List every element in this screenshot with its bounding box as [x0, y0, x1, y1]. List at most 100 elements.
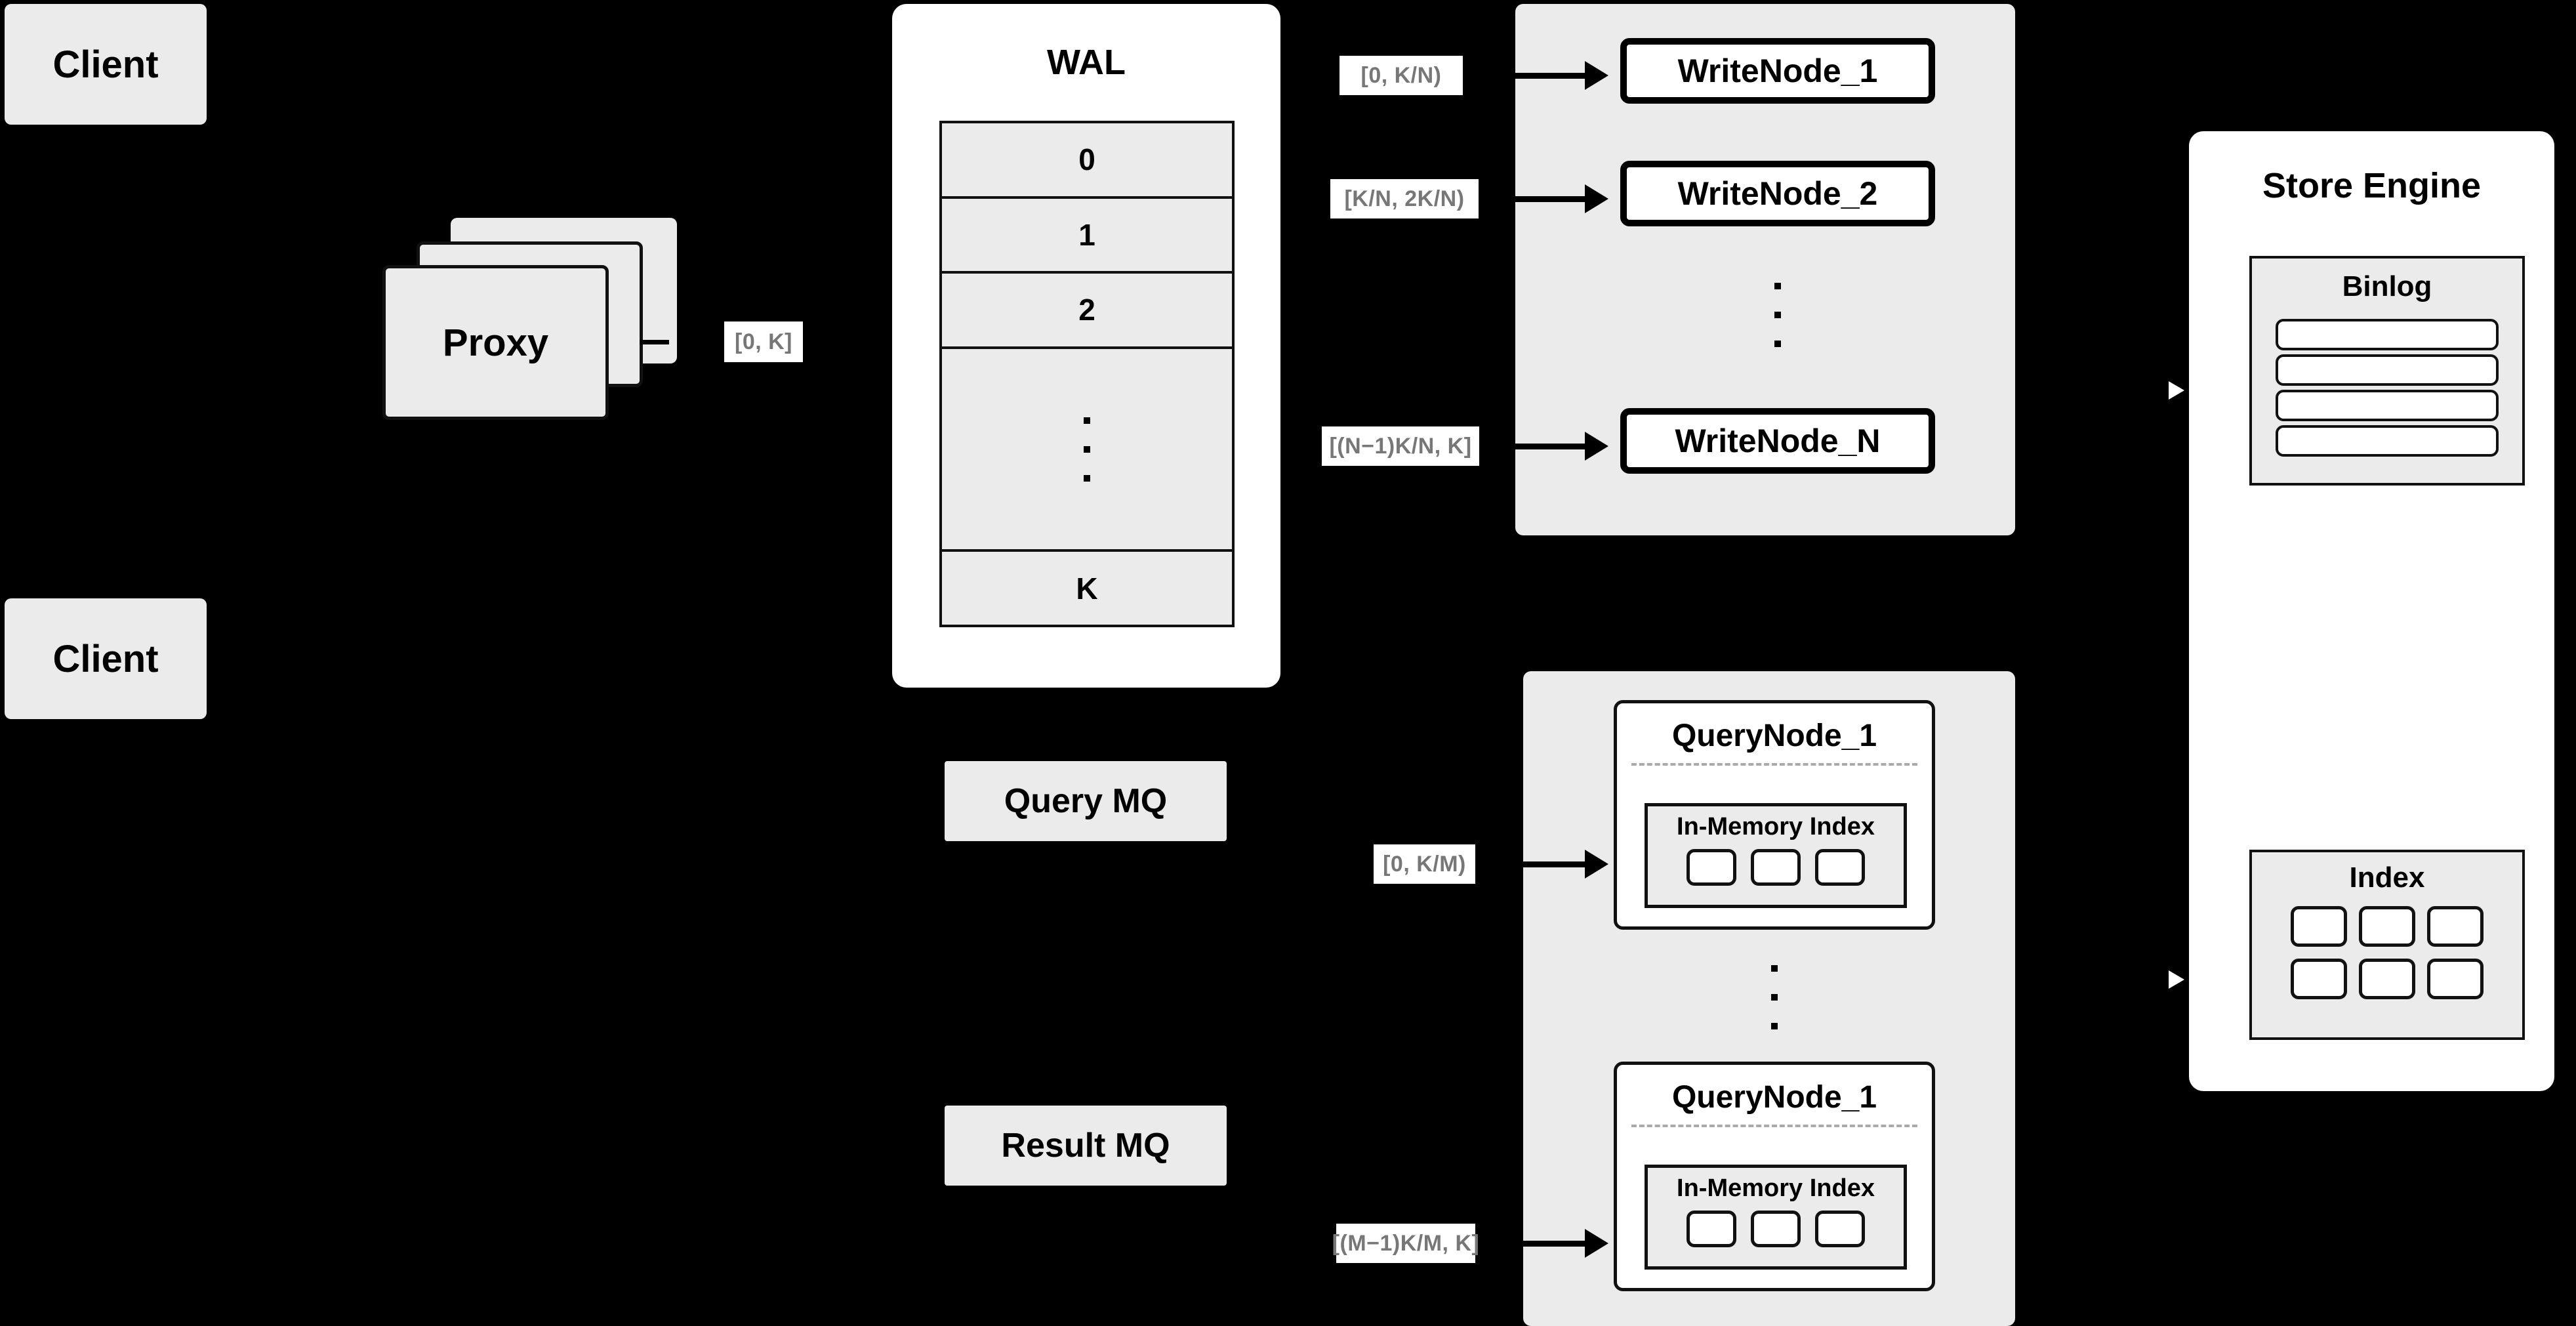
- write-node-2[interactable]: WriteNode_2: [1620, 161, 1935, 226]
- arrow-line-write-node-2: [1484, 196, 1586, 202]
- in-memory-index-cells: [1648, 849, 1904, 886]
- proxy-node[interactable]: Proxy: [382, 265, 609, 420]
- ellipsis-dot: [1084, 417, 1090, 424]
- ellipsis-dot: [1774, 312, 1781, 318]
- ellipsis-dot: [1774, 283, 1781, 289]
- wal-row: K: [942, 552, 1232, 625]
- binlog-title: Binlog: [2342, 270, 2432, 302]
- in-memory-index-cell: [1751, 1211, 1801, 1247]
- wal-row: 0: [942, 123, 1232, 199]
- query-node-m[interactable]: QueryNode_1 In-Memory Index: [1614, 1062, 1935, 1291]
- index-cell: [2427, 959, 2484, 999]
- label-query-node-1-range-text: [0, K/M): [1383, 851, 1466, 877]
- wal-row: 1: [942, 199, 1232, 274]
- label-write-node-n-range: [(N−1)K/N, K]: [1322, 426, 1479, 466]
- label-query-node-m-range-text: [(M−1)K/M, K]: [1332, 1230, 1480, 1256]
- ellipsis-dot: [1084, 474, 1090, 482]
- write-cluster-ellipsis: [1768, 269, 1788, 361]
- wal-row-label: 2: [1078, 293, 1095, 327]
- label-write-node-1-range: [0, K/N): [1339, 56, 1463, 95]
- ellipsis-dot: [1771, 994, 1778, 1001]
- ellipsis-dot: [1084, 445, 1090, 453]
- label-proxy-to-wal: [0, K]: [724, 321, 803, 362]
- binlog-row: [2276, 319, 2499, 350]
- arrow-line-query-node-m: [1482, 1241, 1586, 1247]
- in-memory-index-title: In-Memory Index: [1677, 813, 1875, 840]
- in-memory-index-cell: [1751, 849, 1801, 886]
- arrow-line-store-index: [2125, 948, 2173, 954]
- binlog-row: [2276, 425, 2499, 457]
- wal-title: WAL: [1047, 43, 1126, 82]
- write-node-n[interactable]: WriteNode_N: [1620, 408, 1935, 474]
- store-engine-panel: Store Engine Binlog Index: [2189, 131, 2554, 1091]
- wal-row-label: K: [1076, 571, 1098, 606]
- query-cluster-ellipsis: [1765, 951, 1784, 1043]
- client-node-1-label: Client: [52, 43, 159, 86]
- query-mq-node[interactable]: Query MQ: [945, 761, 1227, 841]
- arrow-head-query-node-1: [1585, 850, 1608, 879]
- write-node-2-label: WriteNode_2: [1677, 175, 1878, 212]
- client-node-2[interactable]: Client: [5, 598, 207, 719]
- in-memory-index-cell: [1687, 849, 1736, 886]
- client-node-2-label: Client: [52, 637, 159, 680]
- ellipsis-dot: [1771, 1023, 1778, 1029]
- arrow-head-query-node-m: [1585, 1229, 1608, 1258]
- in-memory-index-cell: [1687, 1211, 1736, 1247]
- label-proxy-to-wal-text: [0, K]: [735, 329, 792, 354]
- in-memory-index-cell: [1815, 1211, 1865, 1247]
- ellipsis-dot: [1771, 965, 1778, 972]
- arrow-line-query-node-1: [1482, 861, 1586, 867]
- label-write-node-2-range-text: [K/N, 2K/N): [1344, 186, 1465, 211]
- binlog-row: [2276, 390, 2499, 421]
- write-node-n-label: WriteNode_N: [1675, 423, 1881, 459]
- arrow-line-store-binlog: [2125, 388, 2173, 394]
- wal-row-label: 0: [1078, 142, 1095, 177]
- in-memory-index-cells: [1648, 1211, 1904, 1247]
- binlog-row-list: [2276, 319, 2499, 457]
- query-node-1-in-memory-index: In-Memory Index: [1645, 803, 1907, 908]
- in-memory-index-cell: [1815, 849, 1865, 886]
- query-node-m-in-memory-index: In-Memory Index: [1645, 1165, 1907, 1270]
- query-node-1-divider: [1631, 763, 1917, 766]
- wal-panel: WAL 0 1 2 K: [892, 4, 1280, 688]
- write-node-1-label: WriteNode_1: [1677, 52, 1878, 89]
- query-node-m-label: QueryNode_1: [1671, 1080, 1877, 1115]
- arrow-line-write-node-1: [1469, 73, 1586, 79]
- index-cell: [2359, 959, 2415, 999]
- index-cell: [2291, 959, 2347, 999]
- store-engine-title: Store Engine: [2262, 166, 2482, 205]
- wal-row: 2: [942, 274, 1232, 349]
- index-title: Index: [2349, 861, 2425, 894]
- label-query-node-1-range: [0, K/M): [1374, 844, 1475, 884]
- result-mq-label: Result MQ: [1001, 1127, 1170, 1165]
- arrow-line-write-node-n: [1484, 444, 1586, 449]
- query-node-m-divider: [1631, 1125, 1917, 1127]
- result-mq-node[interactable]: Result MQ: [945, 1106, 1227, 1186]
- binlog-group: Binlog: [2249, 256, 2525, 486]
- index-cell: [2427, 906, 2484, 947]
- wal-row-label: 1: [1078, 217, 1095, 252]
- arrow-head-write-node-2: [1585, 184, 1608, 213]
- proxy-to-wal-connector: [640, 340, 669, 344]
- arrow-head-write-node-n: [1585, 432, 1608, 461]
- query-node-1-label: QueryNode_1: [1671, 718, 1877, 753]
- query-node-1[interactable]: QueryNode_1 In-Memory Index: [1614, 700, 1935, 930]
- label-write-node-2-range: [K/N, 2K/N): [1330, 179, 1479, 218]
- label-query-node-m-range: [(M−1)K/M, K]: [1332, 1224, 1479, 1263]
- ellipsis-dot: [1774, 341, 1781, 347]
- write-node-1[interactable]: WriteNode_1: [1620, 38, 1935, 104]
- client-node-1[interactable]: Client: [5, 4, 207, 125]
- binlog-row: [2276, 354, 2499, 386]
- wal-row-list: 0 1 2 K: [939, 121, 1235, 627]
- label-write-node-1-range-text: [0, K/N): [1360, 62, 1442, 88]
- proxy-label: Proxy: [442, 321, 549, 364]
- index-group: Index: [2249, 850, 2525, 1040]
- wal-row-ellipsis: [942, 349, 1232, 552]
- index-cell: [2359, 906, 2415, 947]
- query-mq-label: Query MQ: [1004, 782, 1168, 820]
- index-cell: [2291, 906, 2347, 947]
- in-memory-index-title: In-Memory Index: [1677, 1174, 1875, 1202]
- index-cell-grid: [2252, 906, 2522, 999]
- arrow-head-write-node-1: [1585, 61, 1608, 90]
